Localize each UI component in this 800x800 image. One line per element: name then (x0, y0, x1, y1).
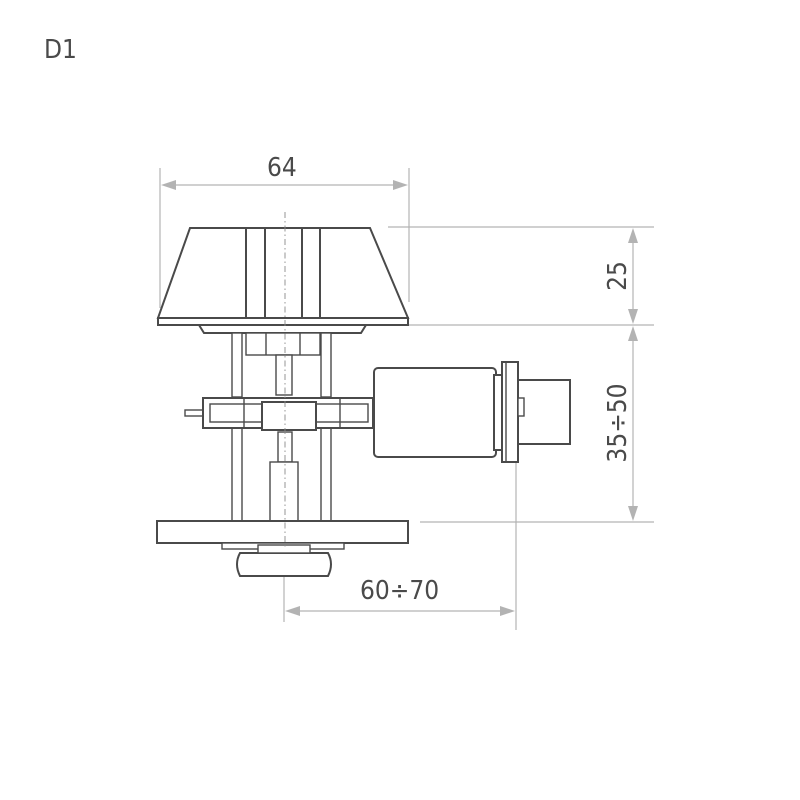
diagram-title: D1 (44, 35, 77, 65)
latch-mechanism (184, 397, 374, 431)
dimension-door-thickness (628, 326, 638, 521)
outer-knob (156, 227, 410, 334)
latch-bolt (373, 361, 571, 463)
dimension-label-knob-height: 25 (603, 261, 633, 291)
dimension-backset (285, 606, 515, 616)
spindle (269, 354, 299, 523)
thumb-turn (221, 542, 345, 577)
dimension-label-door-thickness: 35÷50 (603, 383, 633, 463)
dimension-width (161, 180, 408, 190)
inner-rose (156, 520, 409, 544)
extension-lines (159, 168, 654, 630)
dimension-label-width: 64 (267, 153, 297, 183)
dimension-label-backset: 60÷70 (360, 576, 440, 606)
dimension-knob-height (628, 228, 638, 324)
